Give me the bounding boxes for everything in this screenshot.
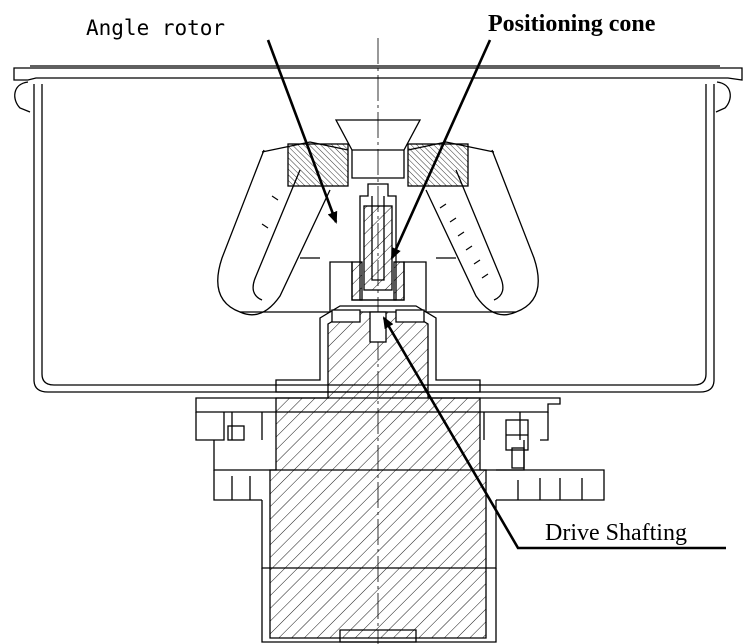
motor-core-hatched bbox=[269, 311, 487, 639]
positioning-cone-label: Positioning cone bbox=[488, 11, 656, 37]
angle-rotor-label: Angle rotor bbox=[86, 16, 226, 40]
drive-shafting-label: Drive Shafting bbox=[545, 520, 687, 546]
drive-shafting-leader-line bbox=[382, 316, 726, 550]
drive-motor-housing bbox=[195, 305, 605, 643]
shaft-slot bbox=[369, 311, 387, 343]
positioning-cone-leader-line bbox=[390, 39, 492, 260]
angle-rotor-leader-line bbox=[266, 39, 338, 224]
angle-rotor bbox=[217, 119, 539, 316]
